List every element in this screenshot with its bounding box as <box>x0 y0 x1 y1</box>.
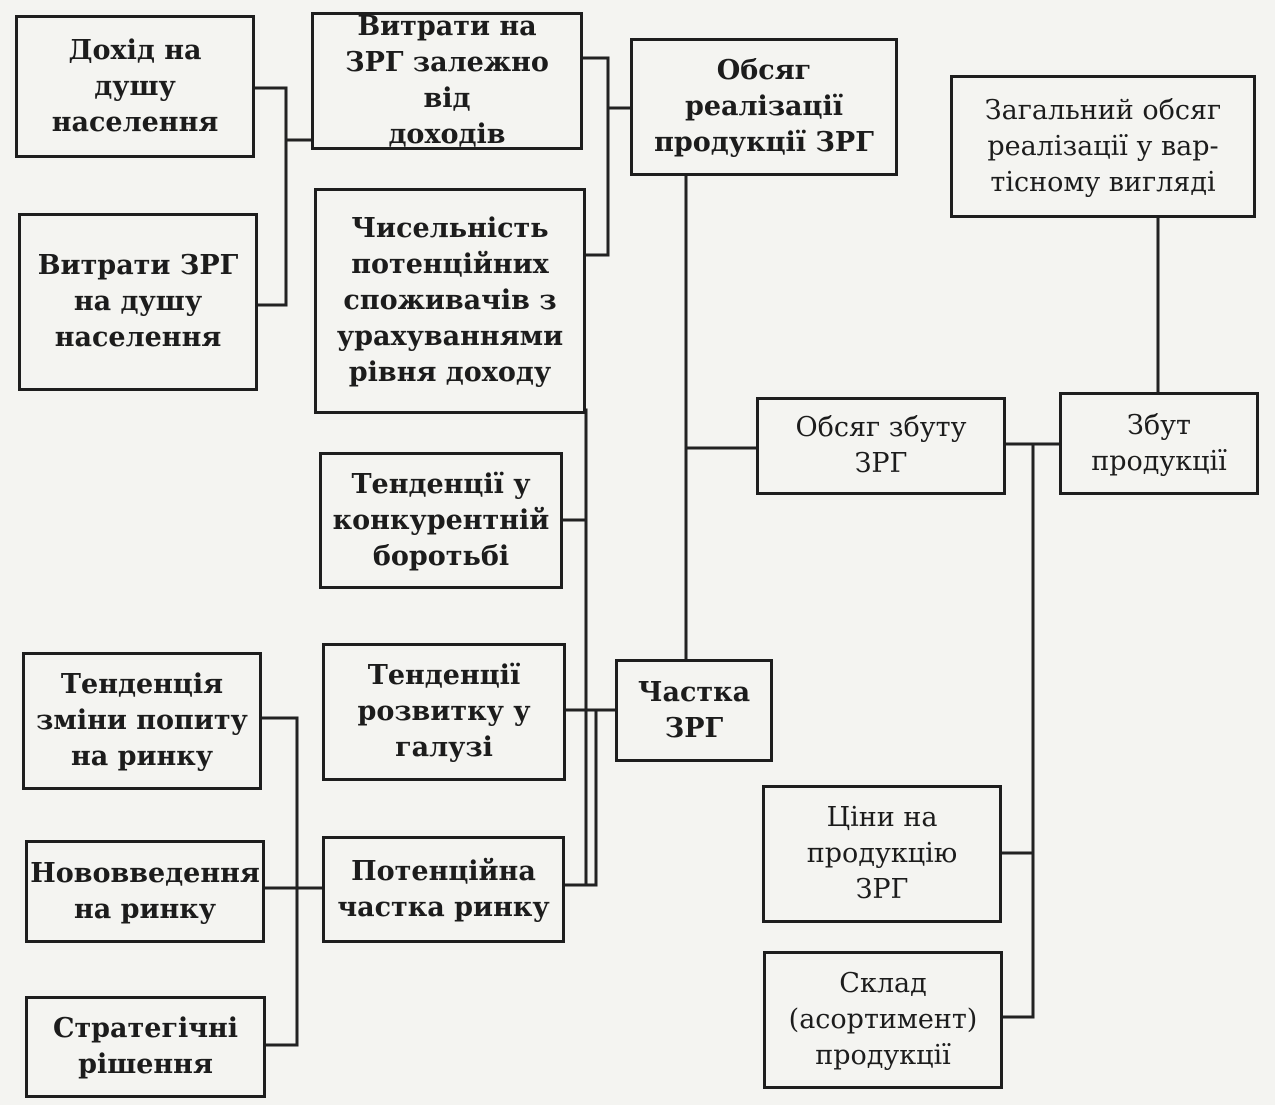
node-sales-volume-zrg: Обсяг реалізації продукції ЗРГ <box>630 38 898 176</box>
node-assortment: Склад (асортимент) продукції <box>763 951 1003 1089</box>
node-product-distribution: Збут продукції <box>1059 392 1259 495</box>
node-total-sales-value: Загальний обсяг реалізації у вар- тісном… <box>950 75 1256 218</box>
node-demand-trend: Тенденція зміни попиту на ринку <box>22 652 262 790</box>
node-distribution-volume-zrg: Обсяг збуту ЗРГ <box>756 397 1006 495</box>
node-zrg-share: Частка ЗРГ <box>615 659 773 762</box>
node-innovations: Нововведення на ринку <box>25 840 265 943</box>
node-competition-trends: Тенденції у конкурентній боротьбі <box>319 452 563 589</box>
node-spending-zrg-per-capita: Витрати ЗРГ на душу населення <box>18 213 258 391</box>
node-spending-zrg-income: Витрати на ЗРГ залежно від доходів <box>311 11 583 150</box>
node-strategic-decisions: Стратегічні рішення <box>25 996 266 1098</box>
node-potential-consumers: Чисельність потенційних споживачів з ура… <box>314 188 586 414</box>
node-zrg-prices: Ціни на продукцію ЗРГ <box>762 785 1002 923</box>
node-industry-trends: Тенденції розвитку у галузі <box>322 643 566 781</box>
node-potential-market-share: Потенційна частка ринку <box>322 836 565 943</box>
node-income-per-capita: Дохід на душу населення <box>15 15 255 158</box>
